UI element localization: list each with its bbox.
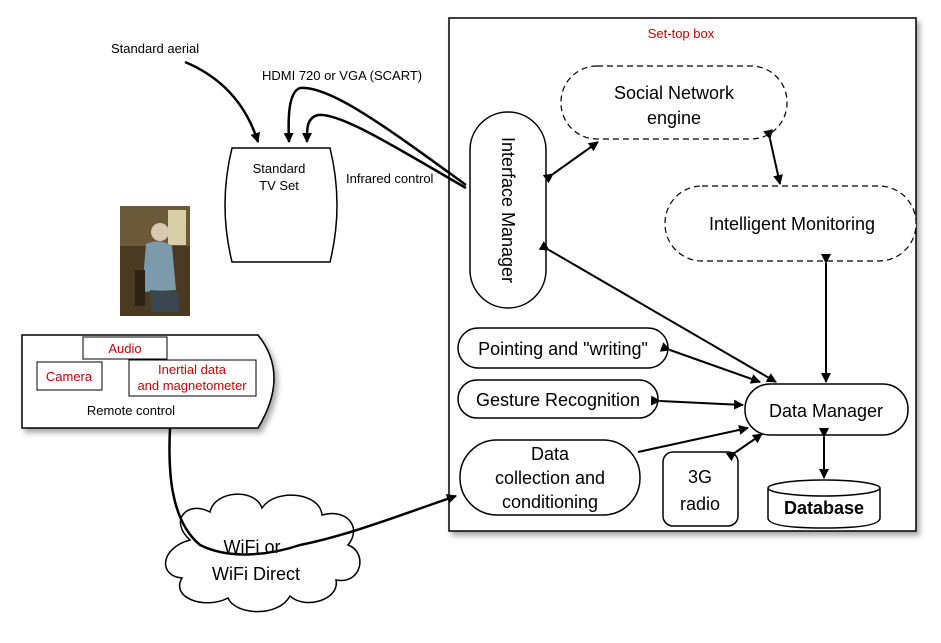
standard-aerial-label: Standard aerial — [111, 41, 199, 56]
camera-box — [36, 361, 103, 391]
audio-box — [82, 336, 168, 360]
audio-label: Audio — [108, 341, 141, 356]
radio-3g-label-line2: radio — [680, 494, 720, 514]
gesture-recognition-label: Gesture Recognition — [476, 390, 640, 410]
data-collection-box — [459, 439, 641, 516]
hdmi-connector-1 — [283, 86, 467, 187]
tv-set-shape — [224, 147, 338, 263]
wifi-label-line2: WiFi Direct — [212, 564, 300, 584]
social-network-engine-box — [560, 65, 788, 140]
tv-set-label-line2: TV Set — [259, 178, 299, 193]
data-manager-label: Data Manager — [769, 401, 883, 421]
settop-box-title: Set-top box — [648, 26, 715, 41]
radio-3g-box — [662, 451, 739, 527]
intelligent-monitoring-label: Intelligent Monitoring — [709, 214, 875, 234]
arrow-social-monitoring — [763, 129, 783, 185]
social-network-label-line1: Social Network — [614, 83, 735, 103]
hdmi-label: HDMI 720 or VGA (SCART) — [262, 68, 422, 83]
tv-set-label-line1: Standard — [253, 161, 306, 176]
arrow-datacollection-datamanager — [637, 425, 749, 453]
arrow-radio-datamanager — [725, 433, 763, 462]
data-collection-label-line3: conditioning — [502, 492, 598, 512]
social-network-label-line2: engine — [647, 108, 701, 128]
inertial-box — [128, 359, 257, 397]
interface-manager-box — [469, 111, 547, 309]
hdmi-connector-2 — [301, 113, 467, 190]
inertial-label-line1: Inertial data — [158, 362, 227, 377]
aerial-connector — [184, 60, 261, 143]
arrow-interface-social — [542, 141, 599, 184]
pointing-writing-label: Pointing and "writing" — [478, 339, 648, 359]
wifi-to-datacollection-link — [299, 494, 457, 547]
infrared-control-label: Infrared control — [346, 171, 434, 186]
remote-control-label: Remote control — [87, 403, 175, 418]
remote-to-wifi-link — [168, 427, 301, 556]
data-collection-label-line2: collection and — [495, 468, 605, 488]
arrow-gesture-datamanager — [650, 395, 744, 410]
arrow-pointing-datamanager — [659, 342, 761, 384]
camera-label: Camera — [46, 369, 93, 384]
radio-3g-label-line1: 3G — [688, 467, 712, 487]
database-cylinder — [767, 479, 881, 529]
inertial-label-line2: and magnetometer — [137, 378, 247, 393]
interface-manager-label: Interface Manager — [498, 137, 518, 283]
data-collection-label-line1: Data — [531, 444, 570, 464]
database-label: Database — [784, 498, 864, 518]
elderly-person-photo — [120, 206, 190, 316]
